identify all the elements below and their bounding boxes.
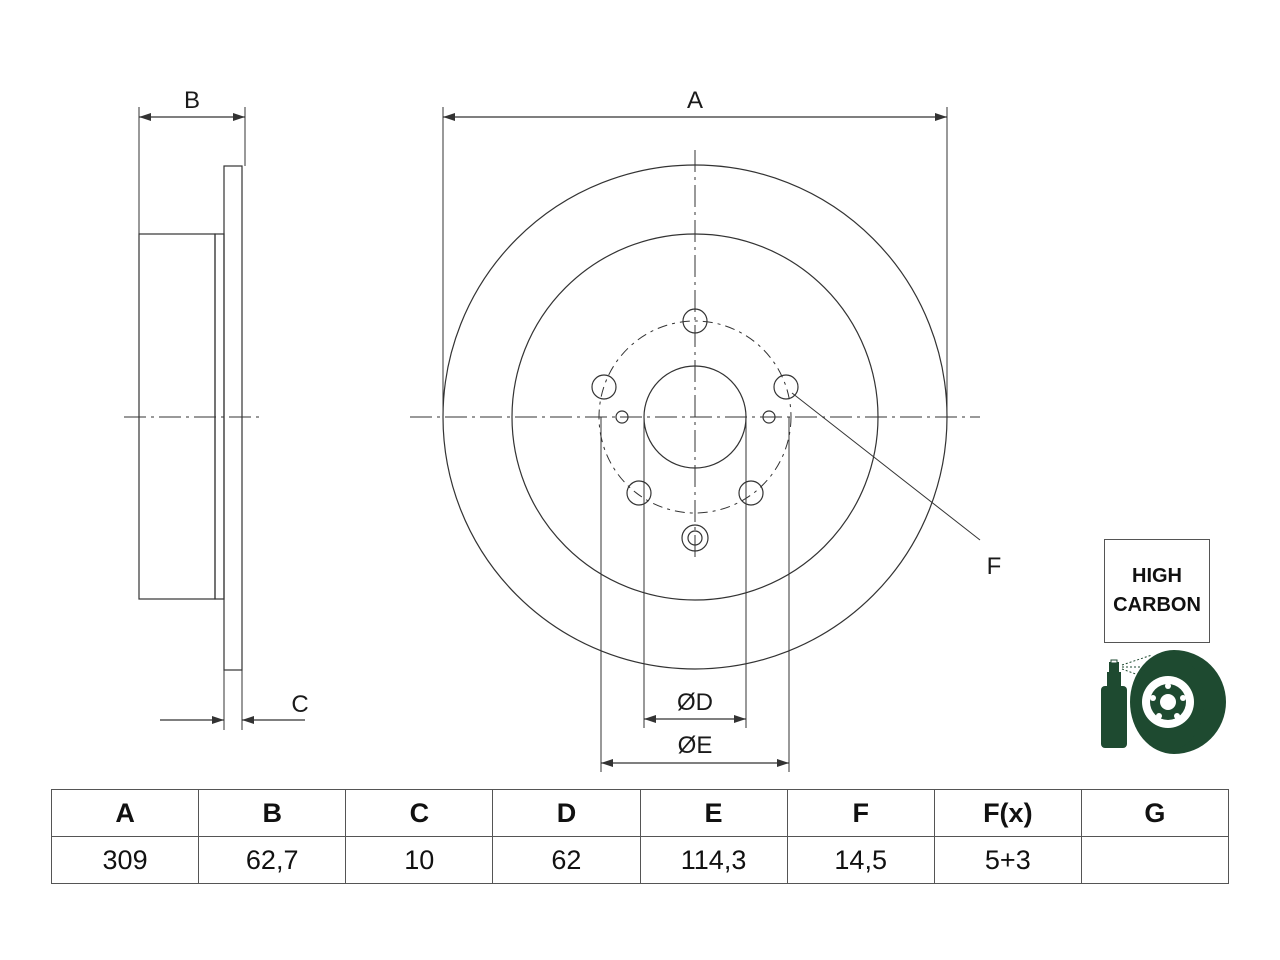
header-fx: F(x): [933, 789, 1082, 837]
dimension-e-label: ØE: [678, 732, 713, 759]
dimension-a-label: A: [687, 87, 703, 114]
bolt-hole-2: [773, 374, 799, 400]
value-f: 14,5: [786, 836, 935, 884]
table-header-row: A B C D E F F(x) G: [50, 789, 1230, 837]
header-g: G: [1080, 789, 1230, 837]
value-d: 62: [492, 836, 641, 884]
table-row: 309 62,7 10 62 114,3 14,5 5+3: [50, 836, 1230, 884]
value-a: 309: [50, 836, 200, 884]
value-e: 114,3: [639, 836, 788, 884]
header-f: F: [786, 789, 935, 837]
bolt-hole-3: [738, 480, 764, 506]
value-b: 62,7: [198, 836, 347, 884]
dimension-c-label: C: [291, 691, 308, 718]
dimension-f-label: F: [987, 553, 1002, 580]
bolt-hole-5: [591, 374, 617, 400]
badge-line-1: HIGH: [1132, 565, 1182, 587]
friction-ring: [223, 165, 243, 671]
bolt-hole-4: [626, 480, 652, 506]
high-carbon-badge: HIGH CARBON: [1104, 539, 1210, 643]
value-fx: 5+3: [933, 836, 1082, 884]
badge-line-2: CARBON: [1113, 594, 1201, 616]
header-c: C: [345, 789, 494, 837]
dimension-d-label: ØD: [677, 689, 713, 716]
header-d: D: [492, 789, 641, 837]
front-view: [410, 107, 981, 772]
spray-coated-disc-icon: [1101, 650, 1226, 754]
value-c: 10: [345, 836, 494, 884]
dimension-f-leader: [791, 392, 981, 541]
header-a: A: [50, 789, 200, 837]
dimension-b-label: B: [184, 87, 200, 114]
value-g: [1080, 836, 1230, 884]
header-e: E: [639, 789, 788, 837]
header-b: B: [198, 789, 347, 837]
specifications-table: A B C D E F F(x) G 309 62,7 10 62 114,3 …: [50, 789, 1230, 884]
side-view: [124, 107, 305, 730]
